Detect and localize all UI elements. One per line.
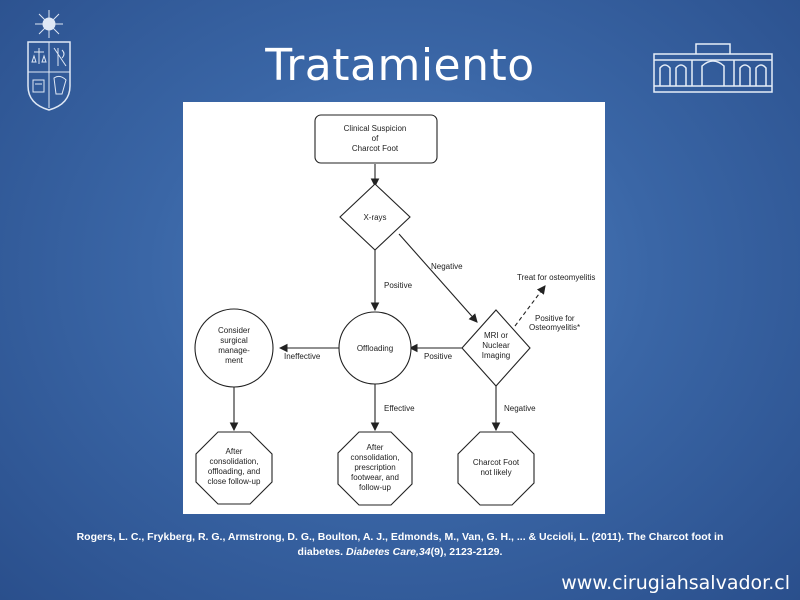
node-mri bbox=[461, 309, 531, 387]
label-after-offloading-3: prescription bbox=[354, 463, 395, 472]
node-offloading bbox=[338, 311, 412, 385]
edge-label-negative-bottom: Negative bbox=[504, 404, 536, 413]
label-mri-1: MRI or bbox=[484, 331, 508, 340]
citation: Rogers, L. C., Frykberg, R. G., Armstron… bbox=[70, 530, 730, 560]
edge-label-negative-top: Negative bbox=[431, 262, 463, 271]
edge-label-ineffective: Ineffective bbox=[284, 352, 321, 361]
edge-label-treat: Treat for osteomyelitis bbox=[517, 273, 595, 282]
label-clinical-1: Clinical Suspicion bbox=[344, 124, 407, 133]
label-xrays: X-rays bbox=[363, 213, 386, 222]
slide-title: Tratamiento bbox=[265, 40, 535, 91]
label-after-offloading-4: footwear, and bbox=[351, 473, 399, 482]
hospital-building-logo bbox=[653, 43, 773, 93]
node-after-surgical bbox=[195, 431, 273, 505]
label-clinical-2: of bbox=[372, 134, 379, 143]
edge-label-positive-mid: Positive bbox=[424, 352, 453, 361]
footer-url: www.cirugiahsalvador.cl bbox=[561, 572, 790, 594]
label-after-offloading-1: After bbox=[367, 443, 384, 452]
label-after-offloading-5: follow-up bbox=[359, 483, 392, 492]
label-clinical-3: Charcot Foot bbox=[352, 144, 399, 153]
label-surgical-4: ment bbox=[225, 356, 244, 365]
label-after-surgical-2: consolidation, bbox=[210, 457, 259, 466]
edge-label-positive-osteo-1: Positive for bbox=[535, 314, 575, 323]
node-after-offloading bbox=[337, 431, 413, 506]
charcot-flowchart: Clinical Suspicion of Charcot Foot X-ray… bbox=[183, 102, 605, 514]
node-not-likely bbox=[457, 431, 535, 506]
label-offloading: Offloading bbox=[357, 344, 393, 353]
citation-authors: Rogers, L. C., Frykberg, R. G., Armstron… bbox=[76, 531, 724, 558]
citation-details: (9), 2123-2129. bbox=[430, 546, 503, 558]
flowchart-svg: Clinical Suspicion of Charcot Foot X-ray… bbox=[194, 114, 595, 506]
node-surgical bbox=[194, 308, 274, 388]
edge-mri-treat bbox=[514, 285, 546, 327]
label-after-surgical-3: offloading, and bbox=[208, 467, 260, 476]
citation-journal: Diabetes Care,34 bbox=[345, 546, 431, 558]
node-clinical-suspicion bbox=[314, 114, 438, 164]
label-after-surgical-1: After bbox=[226, 447, 243, 456]
university-seal-logo bbox=[27, 10, 71, 111]
label-mri-3: Imaging bbox=[482, 351, 510, 360]
node-xrays bbox=[339, 183, 411, 251]
label-after-surgical-4: close follow-up bbox=[208, 477, 261, 486]
label-surgical-3: manage- bbox=[218, 346, 250, 355]
label-after-offloading-2: consolidation, bbox=[351, 453, 400, 462]
label-not-likely-2: not likely bbox=[480, 468, 511, 477]
edge-xrays-mri bbox=[398, 233, 478, 323]
edge-label-positive-left: Positive bbox=[384, 281, 413, 290]
edge-label-positive-osteo-2: Osteomyelitis* bbox=[529, 323, 580, 332]
label-mri-2: Nuclear bbox=[482, 341, 510, 350]
edge-label-effective: Effective bbox=[384, 404, 415, 413]
label-not-likely-1: Charcot Foot bbox=[473, 458, 520, 467]
label-surgical-2: surgical bbox=[220, 336, 248, 345]
label-surgical-1: Consider bbox=[218, 326, 250, 335]
